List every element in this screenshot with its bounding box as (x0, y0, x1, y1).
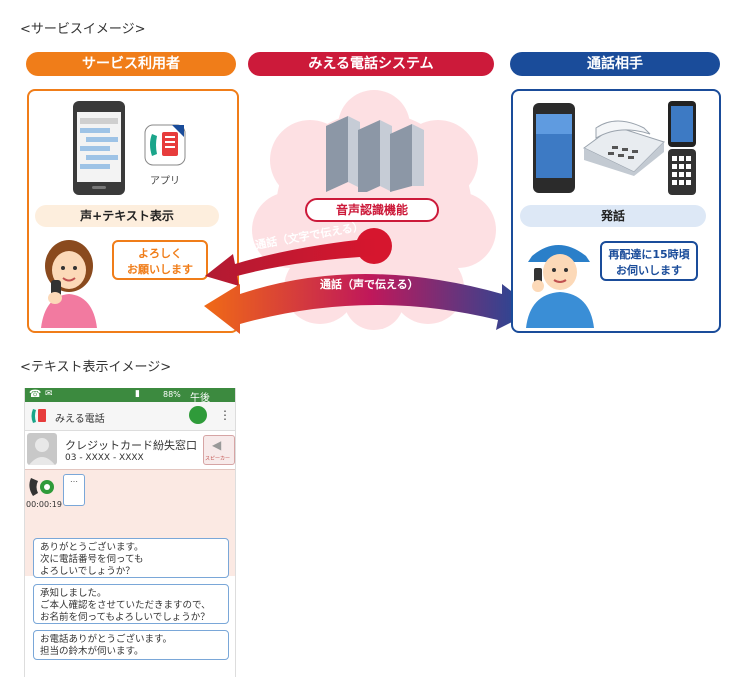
phone-screen: ☎ ✉ ▮ 88% 午後 3:55 みえる電話 ⋮ クレジットカード紛失窓口 0… (24, 388, 236, 677)
system-column-title: みえる電話システム (248, 52, 494, 76)
phone-status-icon: ☎ (29, 389, 41, 400)
speaker-label: スピーカー (205, 455, 230, 462)
woman-user-illustration (33, 236, 105, 332)
landline-phone-icon (578, 118, 668, 184)
flip-phone-icon (666, 100, 698, 200)
caller-number: 03 - XXXX - XXXX (65, 453, 144, 463)
partner-speech-bubble: 再配達に15時頃 お伺いします (600, 241, 698, 281)
app-label: アプリ (150, 172, 180, 187)
speech-recognition-label: 音声認識機能 (305, 198, 439, 222)
app-logo-icon (29, 406, 49, 430)
recording-button[interactable] (189, 406, 207, 424)
service-image-heading: <サービスイメージ> (20, 18, 146, 37)
notification-icon: ✉ (45, 389, 53, 399)
user-column-title: サービス利用者 (26, 52, 236, 76)
miel-app-icon (144, 124, 186, 170)
call-timer: 00:00:19 (26, 500, 62, 509)
partner-mode-label: 発話 (520, 205, 706, 227)
app-bar: みえる電話 ⋮ (25, 402, 235, 431)
voice-call-label: 通話（声で伝える） (320, 276, 419, 292)
message-bubble: お電話ありがとうございます。 担当の鈴木が伺います。 (33, 630, 229, 660)
speaker-icon: ◀ (212, 438, 221, 452)
signal-icon: ▮ (135, 389, 140, 399)
text-image-heading: <テキスト表示イメージ> (20, 356, 171, 375)
partner-column-title: 通話相手 (510, 52, 720, 76)
speaker-button[interactable]: ◀ スピーカー (203, 435, 235, 465)
message-bubble: 承知しました。 ご本人確認をさせていただきますので、 お名前を伺ってもよろしいで… (33, 584, 229, 624)
smartphone-icon (532, 102, 576, 198)
user-mode-label: 声+テキスト表示 (35, 205, 219, 227)
caller-row: クレジットカード紛失窓口 03 - XXXX - XXXX ◀ スピーカー (25, 431, 235, 470)
more-menu-icon[interactable]: ⋮ (219, 408, 231, 422)
caller-avatar (27, 433, 57, 465)
user-speech-bubble: よろしく お願いします (112, 240, 208, 280)
server-icon (322, 108, 426, 196)
caller-name: クレジットカード紛失窓口 (65, 437, 197, 453)
battery-percent: 88% (163, 390, 181, 399)
app-title: みえる電話 (55, 410, 105, 425)
delivery-worker-illustration (520, 234, 598, 332)
typing-indicator-bubble: … (63, 474, 85, 506)
smartphone-illustration (72, 100, 126, 200)
status-bar: ☎ ✉ ▮ 88% 午後 3:55 (25, 388, 235, 402)
message-bubble: ありがとうございます。 次に電話番号を伺っても よろしいでしょうか？ (33, 538, 229, 578)
